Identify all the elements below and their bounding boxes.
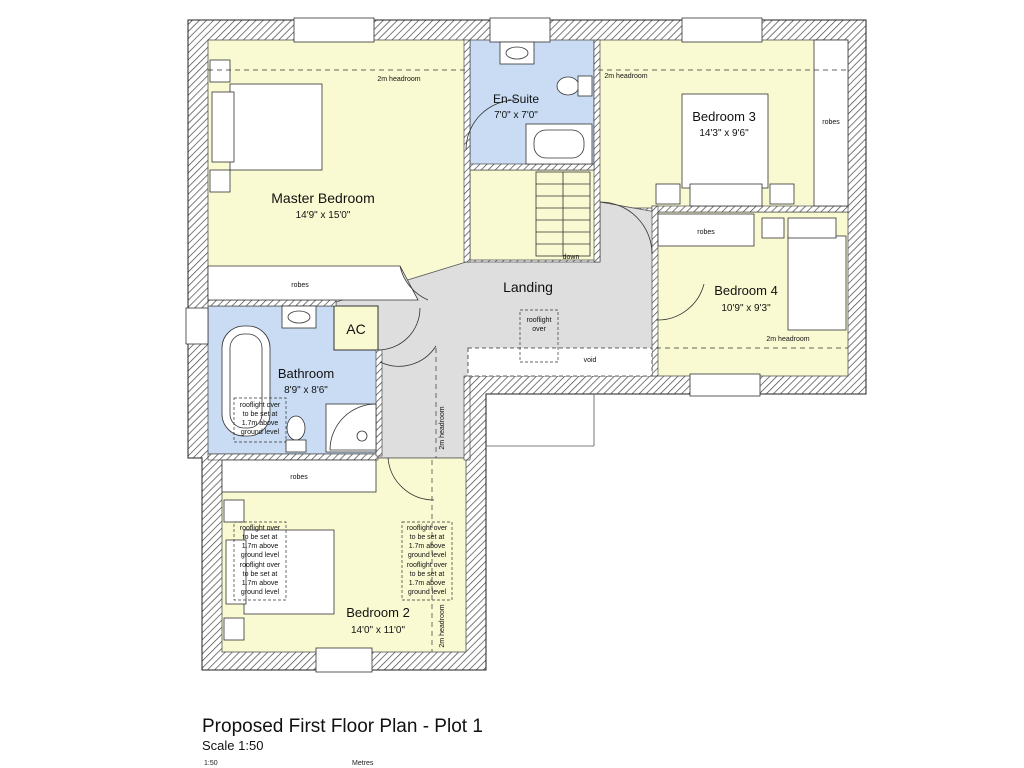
bed xyxy=(223,499,335,641)
void-label: void xyxy=(584,357,597,364)
robes-label: robes xyxy=(822,119,840,126)
toilet xyxy=(285,415,307,453)
wall-ensuite-right xyxy=(593,39,601,263)
ac-label: AC xyxy=(346,321,365,337)
svg-text:rooflight over: rooflight over xyxy=(240,402,281,409)
svg-text:ground level: ground level xyxy=(408,552,447,559)
rooflight-note-bed2-right-2: rooflight over to be set at 1.7m above g… xyxy=(407,562,448,596)
svg-text:ground level: ground level xyxy=(241,429,280,436)
svg-text:rooflight over: rooflight over xyxy=(240,525,281,532)
rooflight-boxes xyxy=(233,309,559,601)
rooflight-note: over xyxy=(532,326,546,333)
bed xyxy=(655,93,795,207)
bedroom-2-dims: 14'0" x 11'0" xyxy=(351,625,406,636)
svg-text:1.7m above: 1.7m above xyxy=(242,420,279,427)
wall-bed4-left xyxy=(651,205,659,377)
wall-bathroom-right xyxy=(375,349,383,457)
wall-bed3-bottom xyxy=(651,205,849,213)
basin xyxy=(281,305,317,329)
canopy-outline xyxy=(486,394,595,447)
headroom-note: 2m headroom xyxy=(377,76,420,83)
ac-cupboard-floor xyxy=(333,305,379,351)
master-bedroom-floor xyxy=(207,39,467,303)
bathroom-dims: 8'9" x 8'6" xyxy=(284,385,328,396)
svg-text:rooflight over: rooflight over xyxy=(407,562,448,569)
svg-text:1.7m above: 1.7m above xyxy=(242,543,279,550)
rooflight-note-bed2-left-2: rooflight over to be set at 1.7m above g… xyxy=(240,562,281,596)
svg-text:to be set at: to be set at xyxy=(243,411,278,418)
bed xyxy=(209,59,323,193)
stair-well xyxy=(469,169,601,261)
master-bedroom-name: Master Bedroom xyxy=(271,190,374,206)
bedroom-3-dims: 14'3" x 9'6" xyxy=(699,128,749,139)
shower-tray xyxy=(325,403,377,453)
master-bedroom-dims: 14'9" x 15'0" xyxy=(296,210,351,221)
door-swings xyxy=(377,99,705,501)
rooflight-note-bathroom: rooflight over to be set at 1.7m above g… xyxy=(240,402,281,436)
svg-text:rooflight over: rooflight over xyxy=(407,525,448,532)
svg-text:1.7m above: 1.7m above xyxy=(409,543,446,550)
svg-text:1.7m above: 1.7m above xyxy=(242,580,279,587)
drawing-title: Proposed First Floor Plan - Plot 1 xyxy=(202,716,483,737)
ensuite-dims: 7'0" x 7'0" xyxy=(494,110,538,121)
svg-text:ground level: ground level xyxy=(241,589,280,596)
wall-ensuite-bottom xyxy=(469,163,595,171)
svg-text:to be set at: to be set at xyxy=(410,534,445,541)
wardrobes xyxy=(207,39,849,493)
landing-name: Landing xyxy=(503,279,553,295)
rooflight-note-bed2-left-1: rooflight over to be set at 1.7m above g… xyxy=(240,525,281,559)
svg-text:to be set at: to be set at xyxy=(410,571,445,578)
staircase xyxy=(535,171,591,257)
robes-label: robes xyxy=(291,282,309,289)
ensuite-name: En-Suite xyxy=(493,92,539,106)
void-area xyxy=(467,347,653,377)
ensuite-fittings xyxy=(499,41,593,165)
headroom-lines xyxy=(208,69,848,652)
rooflight-note: rooflight xyxy=(527,317,552,324)
scale-bar-label: 1:50 xyxy=(204,760,218,767)
bathroom-name: Bathroom xyxy=(278,366,334,381)
svg-text:rooflight over: rooflight over xyxy=(240,562,281,569)
bedroom-2-name: Bedroom 2 xyxy=(346,605,410,620)
bedroom-4-name: Bedroom 4 xyxy=(714,283,778,298)
bedroom-3-name: Bedroom 3 xyxy=(692,109,756,124)
headroom-note: 2m headroom xyxy=(604,73,647,80)
wall-bed2-right xyxy=(463,375,471,461)
headroom-note: 2m headroom xyxy=(766,336,809,343)
wall-bathroom-bottom xyxy=(207,453,379,461)
svg-text:ground level: ground level xyxy=(241,552,280,559)
svg-text:ground level: ground level xyxy=(408,589,447,596)
svg-text:to be set at: to be set at xyxy=(243,534,278,541)
rooflight-note-bed2-right-1: rooflight over to be set at 1.7m above g… xyxy=(407,525,448,559)
headroom-note: 2m headroom xyxy=(439,604,446,647)
robes-label: robes xyxy=(697,229,715,236)
drawing-scale: Scale 1:50 xyxy=(202,738,264,753)
wall-bathroom-top xyxy=(207,299,337,307)
svg-text:to be set at: to be set at xyxy=(243,571,278,578)
bedroom-4-dims: 10'9" x 9'3" xyxy=(721,303,771,314)
wall-ensuite-left xyxy=(463,39,471,263)
bed xyxy=(761,217,847,331)
headroom-note: 2m headroom xyxy=(439,406,446,449)
svg-text:1.7m above: 1.7m above xyxy=(409,580,446,587)
stair-down-label: down xyxy=(563,254,580,261)
robes-label: robes xyxy=(290,474,308,481)
scale-bar-units: Metres xyxy=(352,760,374,767)
